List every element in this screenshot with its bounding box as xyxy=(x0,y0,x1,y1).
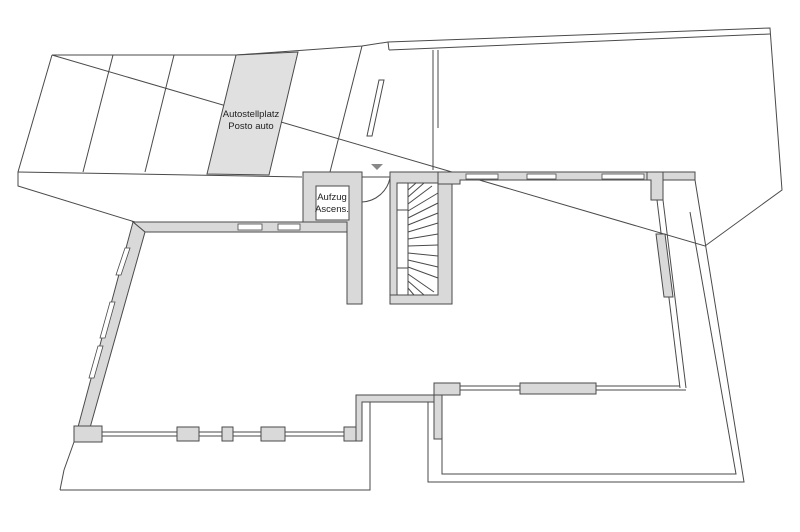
elevator-core: Aufzug Ascens. xyxy=(302,171,363,305)
drain-grate xyxy=(366,79,385,137)
elevator-label-it: Ascens. xyxy=(315,204,349,215)
entrance-door xyxy=(361,164,392,203)
entrance-marker-icon xyxy=(371,164,383,170)
site-boundary xyxy=(17,27,783,247)
left-unit-walls xyxy=(59,221,461,491)
parking-label-it: Posto auto xyxy=(228,121,273,132)
parking-space-highlighted xyxy=(206,51,299,176)
right-unit-walls xyxy=(427,171,745,483)
elevator-label-de: Aufzug xyxy=(317,192,347,203)
parking-label-de: Autostellplatz xyxy=(223,109,280,120)
staircase xyxy=(397,182,439,296)
parking-stalls xyxy=(82,45,439,176)
